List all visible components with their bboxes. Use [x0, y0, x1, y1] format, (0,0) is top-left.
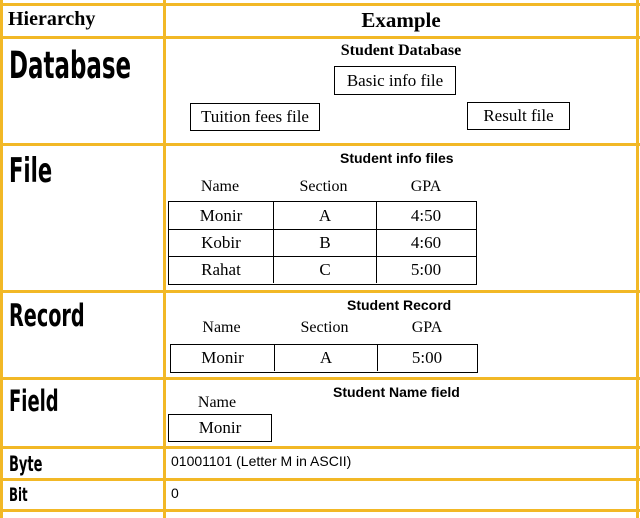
row-label-bit: Bit: [9, 484, 28, 506]
file-col-name: Name: [200, 178, 240, 195]
bit-value: 0: [171, 485, 179, 501]
table-row: Monir A 5:00: [171, 345, 477, 371]
grid-line: [0, 509, 640, 512]
table-cell: 5:00: [377, 345, 476, 371]
row-label-field: Field: [9, 384, 59, 418]
grid-line: [0, 478, 640, 481]
database-box-result: Result file: [467, 102, 570, 130]
database-box-tuition-fees: Tuition fees file: [190, 103, 320, 131]
grid-line: [0, 290, 640, 293]
record-data-table: Monir A 5:00: [170, 344, 478, 373]
record-title: Student Record: [347, 297, 452, 313]
row-label-file: File: [9, 151, 53, 191]
table-row: Kobir B 4:60: [169, 229, 476, 256]
grid-line: [0, 377, 640, 380]
record-col-section: Section: [300, 319, 349, 336]
field-title: Student Name field: [333, 384, 460, 400]
file-title: Student info files: [340, 150, 454, 166]
table-cell: C: [273, 257, 376, 283]
table-cell: 4:50: [376, 202, 475, 229]
table-cell: A: [273, 202, 376, 229]
database-box-basic-info: Basic info file: [334, 66, 456, 95]
table-cell: Monir: [199, 205, 243, 225]
file-col-gpa: GPA: [410, 178, 442, 195]
header-example: Example: [361, 8, 441, 32]
table-cell: A: [274, 345, 377, 371]
row-label-database: Database: [9, 44, 132, 87]
row-label-record: Record: [9, 298, 85, 334]
byte-value: 01001101 (Letter M in ASCII): [171, 453, 352, 469]
table-cell: Kobir: [201, 233, 241, 252]
table-row: Monir A 4:50: [169, 202, 476, 229]
file-col-section: Section: [299, 178, 348, 195]
table-row: Rahat C 5:00: [169, 256, 476, 283]
file-data-table: Monir A 4:50 Kobir B 4:60 Rahat C 5:00: [168, 201, 477, 285]
record-col-name: Name: [202, 319, 241, 336]
table-cell: 4:60: [376, 230, 475, 256]
table-cell: B: [273, 230, 376, 256]
grid-line: [0, 36, 640, 39]
database-title: Student Database: [340, 42, 462, 59]
grid-line: [636, 0, 639, 518]
field-col-name: Name: [197, 394, 237, 411]
header-hierarchy: Hierarchy: [8, 8, 96, 30]
row-label-byte: Byte: [9, 452, 43, 476]
grid-line: [0, 3, 640, 6]
record-col-gpa: GPA: [411, 319, 443, 336]
grid-line: [0, 446, 640, 449]
field-value-box: Monir: [168, 414, 272, 442]
table-cell: Rahat: [201, 260, 241, 279]
table-cell: 5:00: [376, 257, 475, 283]
grid-line: [163, 0, 166, 518]
grid-line: [0, 0, 3, 518]
table-cell: Monir: [201, 348, 244, 367]
grid-line: [0, 143, 640, 146]
